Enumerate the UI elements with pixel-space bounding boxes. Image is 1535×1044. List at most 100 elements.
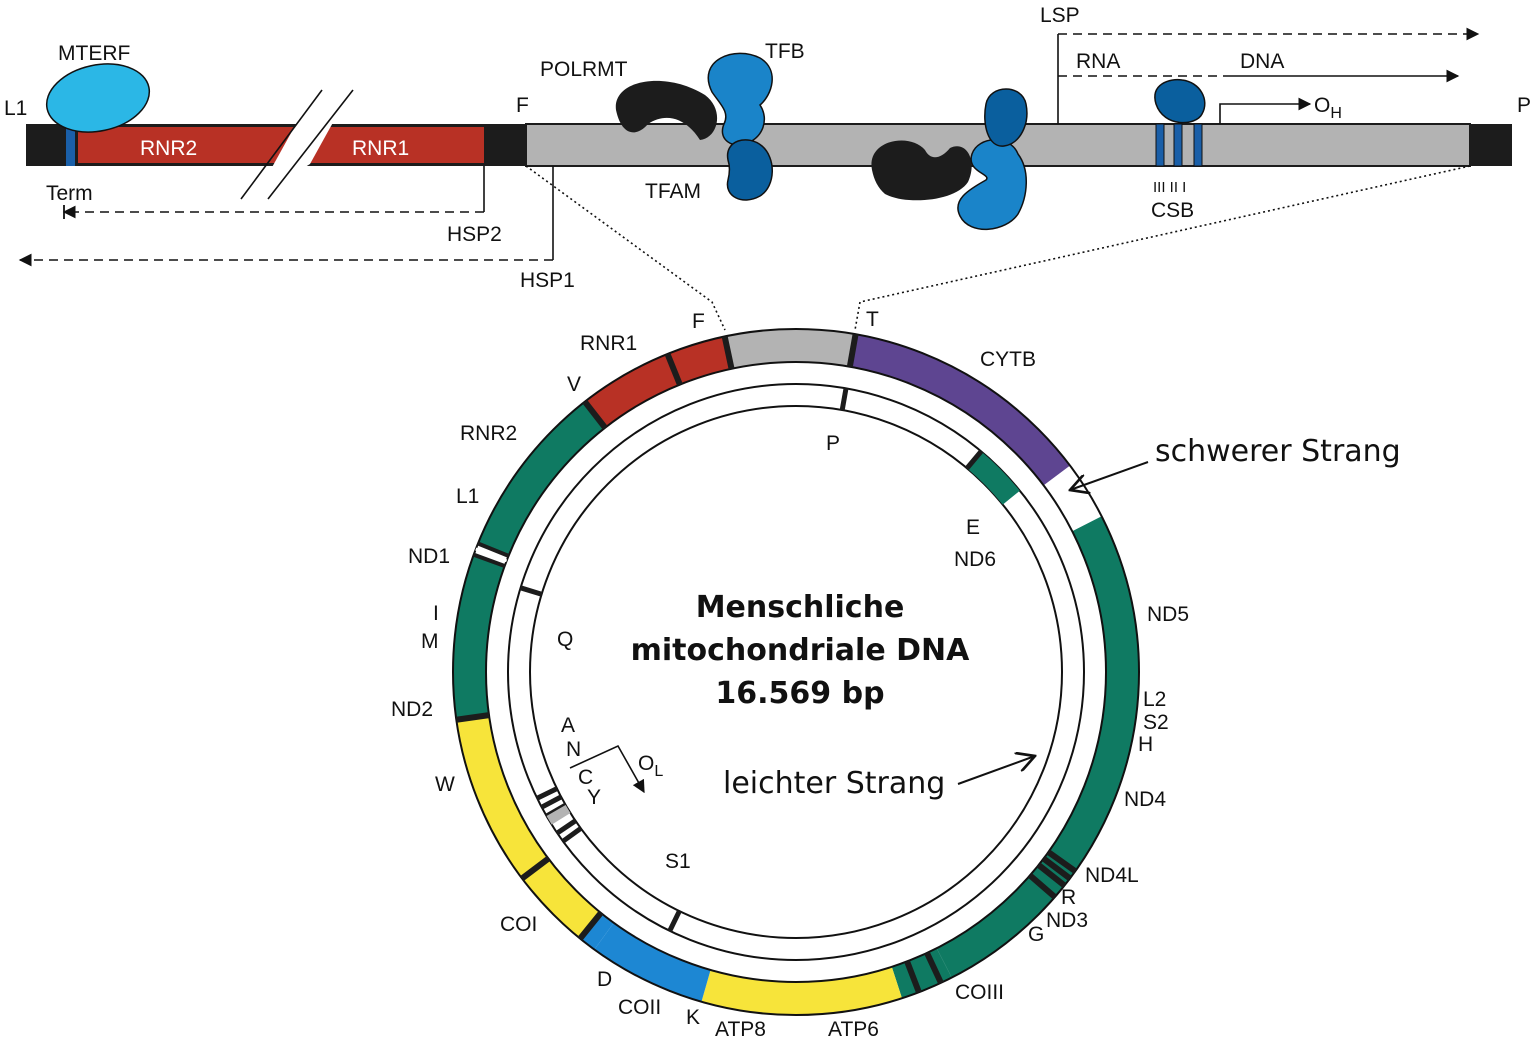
- label-coi: COI: [500, 913, 537, 936]
- label-nd2: ND2: [391, 698, 433, 721]
- label-nd5: ND5: [1147, 603, 1189, 626]
- label-i: I: [433, 602, 439, 625]
- trna-mark: [520, 856, 551, 881]
- label-k: K: [686, 1006, 700, 1029]
- outer-ring-inner-edge: [485, 361, 1107, 983]
- inner-ring-outer-edge: [507, 383, 1085, 961]
- protein-tfb-label: TFB: [765, 40, 805, 63]
- trna-mark: [577, 911, 604, 941]
- outer-ring-outline: [452, 328, 1140, 1016]
- trna-mark: [455, 712, 490, 723]
- ring-cytb: [849, 334, 1070, 486]
- trna-gap: [475, 547, 508, 563]
- csb-boxes-label: III II I: [1153, 179, 1186, 196]
- label-y: Y: [587, 786, 601, 809]
- trna-mark: [1036, 862, 1067, 888]
- trna-mark: [582, 399, 608, 430]
- tfb-protein: [707, 52, 773, 146]
- label-n: N: [566, 738, 581, 761]
- transcript-rna-label: RNA: [1076, 50, 1120, 73]
- label-m: M: [421, 630, 439, 653]
- site-f-label: F: [516, 94, 529, 117]
- inner-trna-mark: [555, 818, 577, 836]
- ring-control-region: [724, 329, 856, 369]
- protein-mterf-label: MTERF: [58, 42, 130, 65]
- label-c: C: [578, 766, 593, 789]
- linear-map: RNR2 RNR1 L1 P F MTERF POLRMT TFB TFAM I…: [4, 4, 1531, 331]
- inner-nd6: [966, 451, 1020, 505]
- label-r: R: [1061, 886, 1076, 909]
- gene-rnr2-label: RNR2: [140, 137, 197, 160]
- inner-trna-mark: [667, 909, 682, 932]
- protein-tfam-label: TFAM: [645, 180, 701, 203]
- label-rnr2: RNR2: [460, 422, 517, 445]
- label-e: E: [966, 516, 980, 539]
- label-f: F: [692, 310, 705, 333]
- trna-mark: [1041, 856, 1072, 881]
- transcript-dna-label: DNA: [1240, 50, 1284, 73]
- inner-trna-mark: [536, 786, 559, 801]
- trna-mark: [924, 951, 944, 985]
- ring-atp6: [594, 922, 711, 1002]
- csb-box-iii: [1155, 123, 1165, 167]
- protein-polrmt-label: POLRMT: [540, 58, 628, 81]
- trna-mark: [477, 541, 510, 558]
- trna-mark: [721, 335, 735, 370]
- polrmt-protein-2: [871, 140, 972, 201]
- label-s1: S1: [665, 850, 691, 873]
- ring-nd3: [891, 961, 919, 999]
- trna-mark: [904, 960, 922, 994]
- inner-ol-region: [546, 805, 571, 825]
- trna-mark: [1046, 849, 1077, 874]
- end-p-label: P: [1517, 94, 1531, 117]
- trna-mark: [1027, 873, 1057, 900]
- origin-h-label: OH: [1314, 94, 1342, 122]
- promoter-hsp1-label: HSP1: [520, 269, 575, 292]
- origin-l-label: OL: [638, 752, 663, 780]
- mterf-site: [66, 124, 75, 166]
- csb-box-i: [1193, 123, 1203, 167]
- heavy-strand-label: schwerer Strang: [1155, 434, 1401, 469]
- ring-rnr2: [584, 353, 680, 428]
- mterf-protein: [45, 63, 151, 133]
- label-l2: L2: [1143, 688, 1166, 711]
- inner-trna-mark: [839, 387, 849, 411]
- origin-l-main: O: [638, 752, 654, 775]
- label-l1: L1: [456, 485, 479, 508]
- label-nd6: ND6: [954, 548, 996, 571]
- label-v: V: [567, 373, 581, 396]
- label-atp6: ATP6: [828, 1018, 879, 1041]
- trna-mark: [664, 352, 683, 386]
- csb-label: CSB: [1151, 199, 1194, 222]
- label-q: Q: [557, 628, 573, 651]
- inner-ring-inner-edge: [529, 405, 1063, 939]
- tfam-protein: [726, 139, 773, 201]
- gene-rnr1-label: RNR1: [352, 137, 409, 160]
- ring-nd1: [477, 401, 606, 556]
- inner-trna-mark: [965, 449, 984, 470]
- label-nd4l: ND4L: [1085, 864, 1139, 887]
- inner-trna-mark: [519, 585, 543, 597]
- tfam-protein-csb: [1154, 78, 1206, 124]
- label-nd4: ND4: [1124, 788, 1166, 811]
- promoter-hsp2-label: HSP2: [447, 223, 502, 246]
- polrmt-protein: [615, 80, 718, 140]
- label-rnr1: RNR1: [580, 332, 637, 355]
- tfam-protein-2: [984, 88, 1028, 147]
- label-coii: COII: [618, 996, 661, 1019]
- label-p: P: [826, 432, 840, 455]
- label-atp8: ATP8: [715, 1018, 766, 1041]
- inner-trna-mark: [540, 794, 563, 810]
- origin-h-main: O: [1314, 94, 1330, 117]
- label-h: H: [1138, 733, 1153, 756]
- label-d: D: [597, 968, 612, 991]
- ring-trna-marks: [455, 333, 1077, 994]
- origin-h-sub: H: [1330, 105, 1342, 122]
- bar-break: [255, 90, 351, 198]
- ring-nd5: [1029, 516, 1140, 898]
- label-nd3: ND3: [1046, 909, 1088, 932]
- label-s2: S2: [1143, 711, 1169, 734]
- bar-right-black: [1470, 124, 1512, 166]
- circular-map: OL F T CYTB RNR1 V RNR2 L1 ND1 I M ND2 W…: [391, 308, 1401, 1041]
